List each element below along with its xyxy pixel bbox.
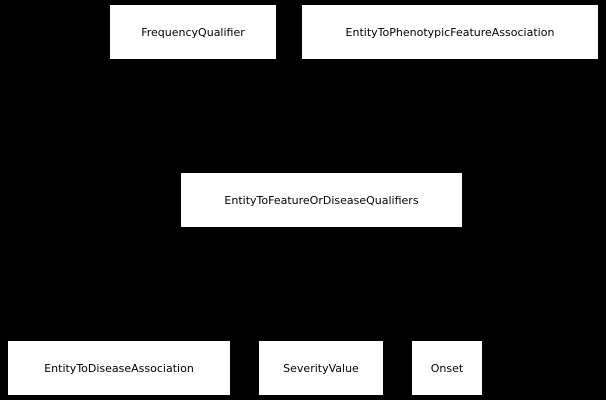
edge-qualifiers-to-phenotypic-feature-association xyxy=(359,58,441,174)
edge-qualifiers-to-disease-association xyxy=(114,226,251,342)
node-label: Onset xyxy=(430,361,464,375)
edge-qualifiers-to-severity-value xyxy=(317,226,322,342)
edge-qualifiers-to-onset xyxy=(379,226,448,342)
node-entity-to-disease-association[interactable]: EntityToDiseaseAssociation xyxy=(8,341,230,395)
node-label: EntityToDiseaseAssociation xyxy=(44,361,194,375)
node-label: SeverityValue xyxy=(283,361,359,375)
node-entity-to-phenotypic-feature-association[interactable]: EntityToPhenotypicFeatureAssociation xyxy=(302,5,598,59)
node-label: EntityToFeatureOrDiseaseQualifiers xyxy=(224,193,419,207)
node-entity-to-feature-or-disease-qualifiers[interactable]: EntityToFeatureOrDiseaseQualifiers xyxy=(181,173,462,227)
edge-qualifiers-to-frequency-qualifier xyxy=(204,58,251,174)
node-severity-value[interactable]: SeverityValue xyxy=(259,341,383,395)
node-onset[interactable]: Onset xyxy=(412,341,482,395)
node-label: EntityToPhenotypicFeatureAssociation xyxy=(345,25,555,39)
node-label: FrequencyQualifier xyxy=(141,25,245,39)
node-frequency-qualifier[interactable]: FrequencyQualifier xyxy=(110,5,276,59)
